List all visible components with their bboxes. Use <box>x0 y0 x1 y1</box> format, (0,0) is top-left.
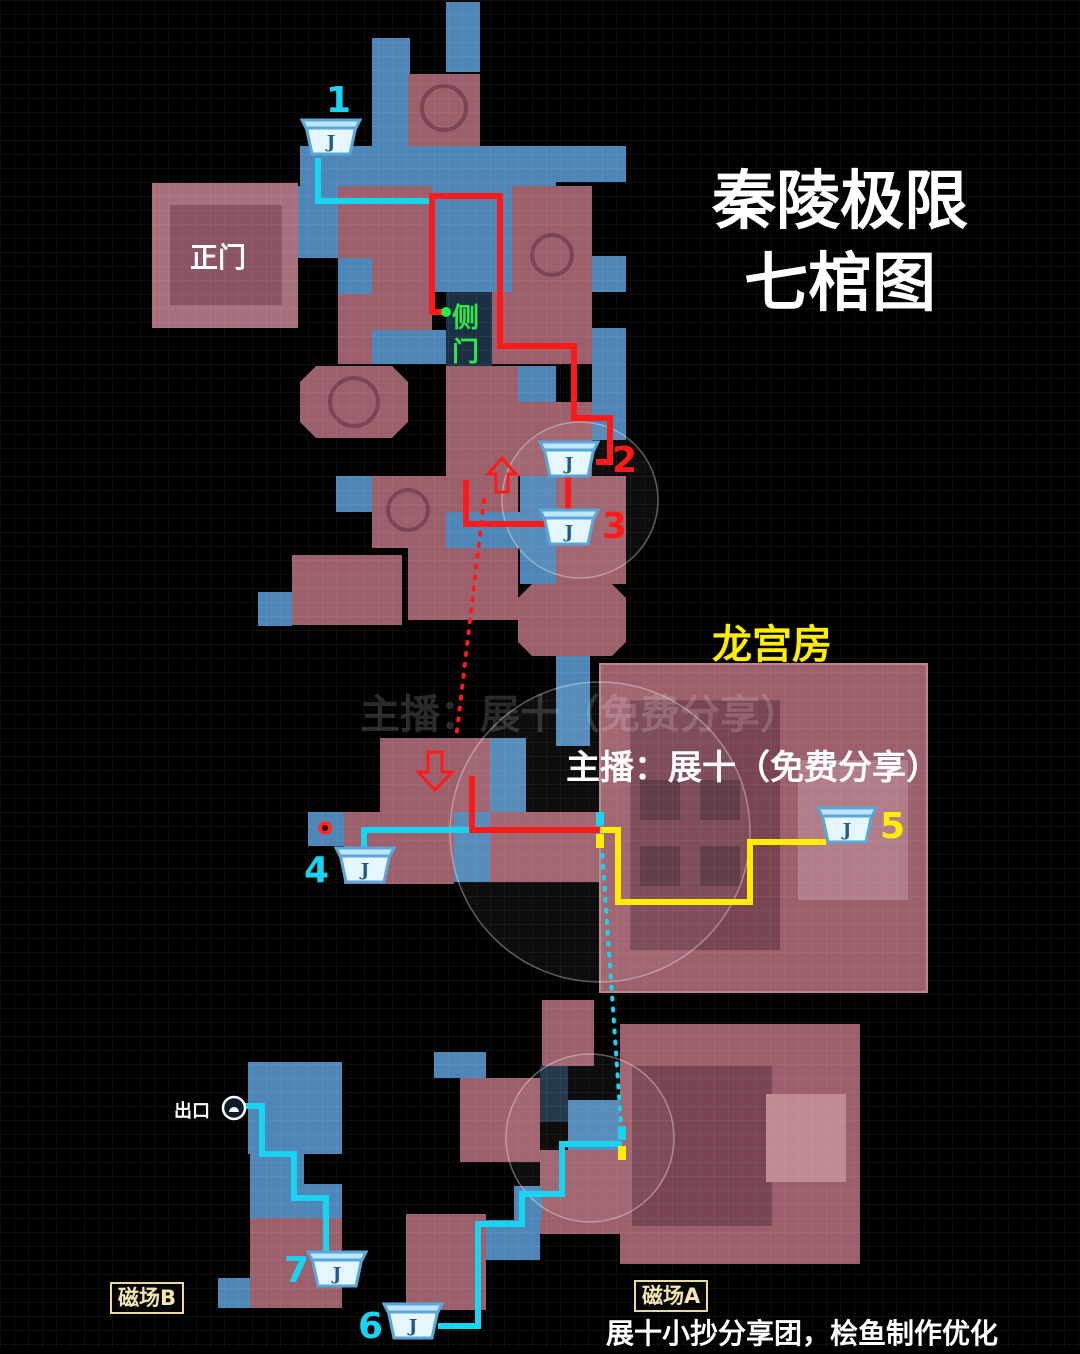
coffin-number: 4 <box>304 850 330 891</box>
route-segment <box>429 193 613 465</box>
gate-marker <box>618 1146 626 1160</box>
coffin-chest-icon: J <box>538 440 600 478</box>
trap-icon-core <box>322 825 328 831</box>
side-gate-marker <box>441 307 451 317</box>
coffin-chest-icon: J <box>300 118 362 156</box>
coffin-chest-icon: J <box>306 1250 368 1288</box>
yellow-route <box>600 827 826 905</box>
svg-text:J: J <box>407 1316 418 1337</box>
scan-circle <box>505 1053 675 1223</box>
exit-icon-mark <box>229 1107 239 1112</box>
coffin-number: 7 <box>284 1250 310 1291</box>
route-dotted-red <box>454 498 486 742</box>
gate-marker <box>596 812 604 826</box>
scan-circle <box>501 421 659 579</box>
gate-marker <box>618 1126 626 1140</box>
svg-text:J: J <box>325 132 336 153</box>
coffin-chest-icon: J <box>334 846 396 884</box>
coffin-number: 5 <box>880 806 906 847</box>
svg-text:J: J <box>841 820 852 841</box>
coffin-number: 2 <box>612 440 638 481</box>
exit-label: 出口 <box>174 1101 210 1122</box>
main-gate-label: 正门 <box>190 241 247 274</box>
streamer-label: 主播：展十（免费分享） <box>566 748 940 788</box>
route-dotted-cyan <box>598 820 624 1140</box>
route-segment <box>469 776 600 833</box>
coffin-chest-icon: J <box>816 806 878 844</box>
up-arrow <box>484 455 520 494</box>
coffin-number: 6 <box>358 1306 384 1347</box>
coffin-chest-icon: J <box>382 1302 444 1340</box>
svg-text:J: J <box>563 522 574 543</box>
route-segment <box>236 1103 329 1258</box>
coffin-number: 1 <box>326 80 352 121</box>
route-segment <box>463 480 556 527</box>
credit-text: 展十小抄分享团，桧鱼制作优化 <box>606 1317 999 1350</box>
svg-text:J: J <box>563 454 574 475</box>
field-a-badge: 磁场A <box>634 1280 709 1312</box>
svg-text:J: J <box>331 1264 342 1285</box>
down-arrow <box>414 750 456 793</box>
field-b-badge: 磁场B <box>110 1282 185 1314</box>
gate-marker <box>596 834 604 848</box>
dragon-palace-label: 龙宫房 <box>712 622 832 668</box>
route-segment <box>438 1141 622 1329</box>
side-gate-label-2: 门 <box>452 337 479 368</box>
coffin-number: 3 <box>602 506 628 547</box>
route-segment <box>315 158 432 204</box>
coffin-chest-icon: J <box>538 508 600 546</box>
map-title-line-1: 秦陵极限 <box>712 165 968 239</box>
map-title-line-2: 七棺图 <box>744 247 936 321</box>
watermark: 主播：展十（免费分享） <box>360 692 800 738</box>
side-gate-label-1: 侧 <box>452 303 479 334</box>
svg-text:J: J <box>359 860 370 881</box>
